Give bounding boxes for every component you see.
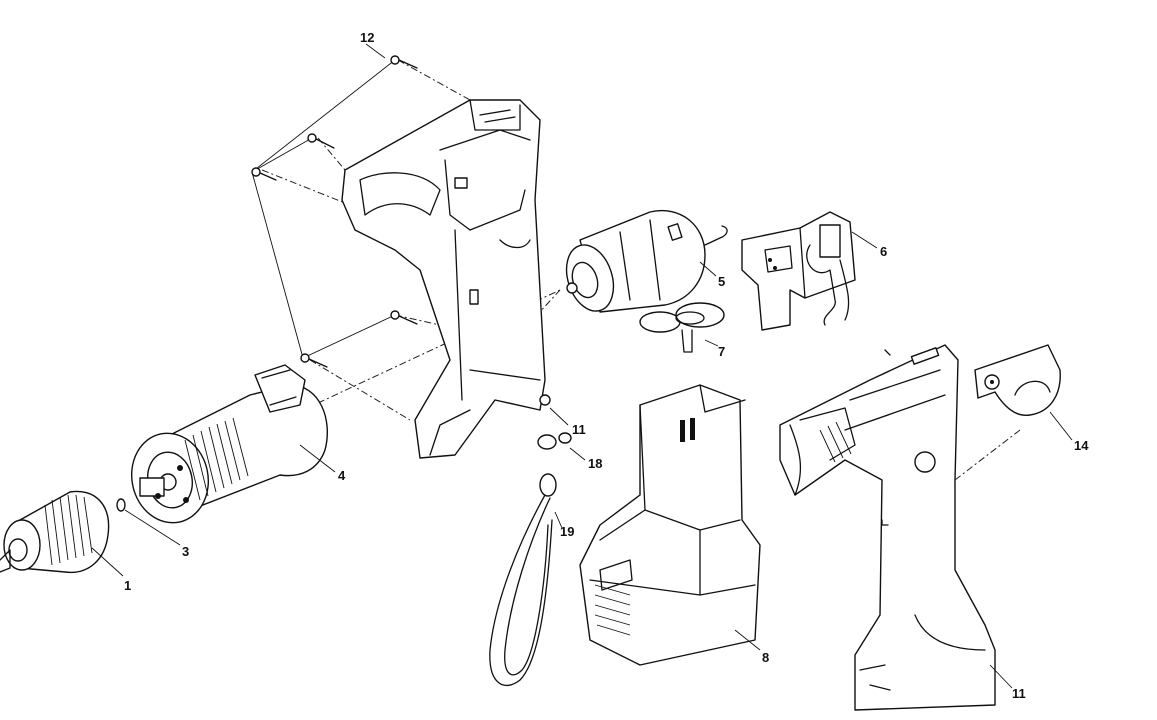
screw-parts <box>251 55 418 368</box>
label-11-housing: 11 <box>1012 686 1026 701</box>
gearbox <box>130 364 329 524</box>
strap-pin <box>537 394 572 450</box>
screw-upper-mid <box>307 133 335 149</box>
label-14: 14 <box>1074 438 1089 453</box>
screw-top <box>390 55 418 69</box>
label-3: 3 <box>182 544 189 559</box>
wrist-strap <box>489 473 557 686</box>
label-7: 7 <box>718 344 725 359</box>
screw-left <box>251 167 277 181</box>
leader-lines <box>91 43 1073 689</box>
label-4: 4 <box>338 468 346 483</box>
label-19: 19 <box>560 524 574 539</box>
screw-bottom <box>300 353 328 368</box>
label-6: 6 <box>880 244 887 259</box>
chuck <box>0 490 110 574</box>
label-5: 5 <box>718 274 725 289</box>
switch <box>741 211 856 331</box>
label-8: 8 <box>762 650 769 665</box>
housing-right-half <box>779 344 1021 711</box>
battery <box>579 384 761 666</box>
washer <box>116 498 126 512</box>
part-labels: 12 1 3 4 5 6 7 8 11 18 19 11 14 <box>124 30 1089 701</box>
housing-left-half <box>341 99 546 459</box>
screw-lower-mid <box>390 310 418 325</box>
label-12: 12 <box>360 30 374 45</box>
label-1: 1 <box>124 578 131 593</box>
end-cap <box>974 344 1061 416</box>
label-18: 18 <box>588 456 602 471</box>
motor-clip <box>639 302 725 353</box>
motor <box>565 209 728 313</box>
label-11-screw: 11 <box>572 422 586 437</box>
